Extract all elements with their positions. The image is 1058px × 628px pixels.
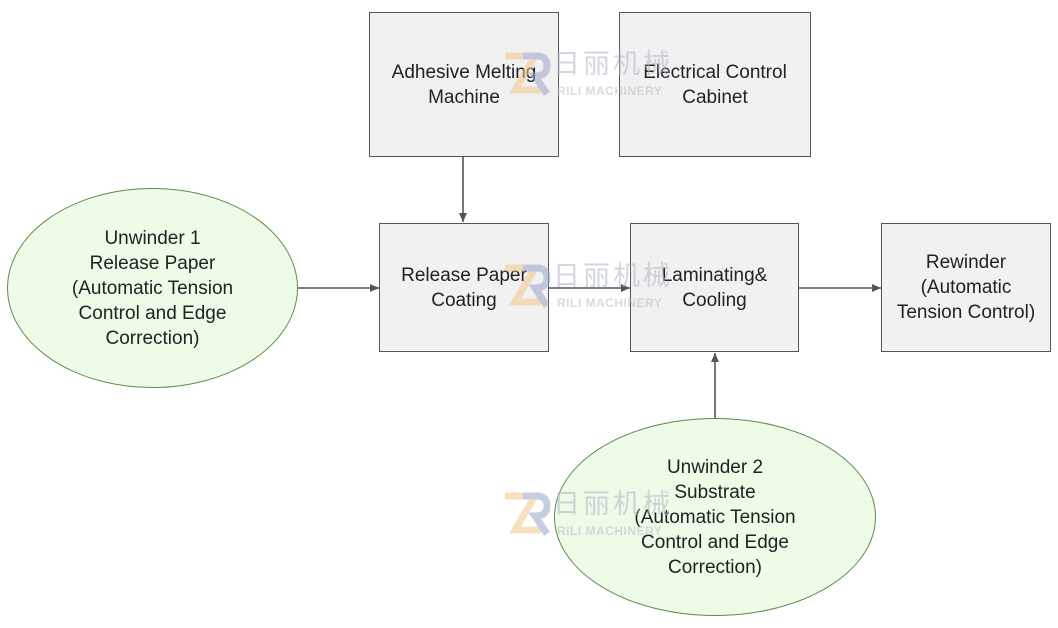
node-line: Coating	[431, 289, 497, 311]
unwinder-1-node: Unwinder 1 Release Paper (Automatic Tens…	[7, 188, 298, 388]
laminating-cooling-box: Laminating& Cooling	[630, 223, 799, 352]
node-line: Control and Edge	[641, 531, 789, 553]
node-line: Laminating&	[661, 264, 768, 286]
node-line: (Automatic Tension	[71, 277, 234, 299]
node-line: Cooling	[682, 289, 747, 311]
adhesive-melting-machine-box: Adhesive Melting Machine	[369, 12, 559, 157]
node-line: Cabinet	[682, 86, 748, 108]
node-line: Release Paper	[89, 252, 216, 274]
node-line: Rewinder	[925, 252, 1007, 273]
node-line: (Automatic	[920, 277, 1012, 298]
electrical-control-cabinet-box: Electrical Control Cabinet	[619, 12, 811, 157]
node-line: (Automatic Tension	[634, 506, 796, 528]
node-line: Tension Control)	[896, 302, 1036, 323]
node-line: Substrate	[674, 481, 756, 503]
rewinder-box: Rewinder (Automatic Tension Control)	[881, 223, 1051, 352]
node-line: Correction)	[105, 327, 200, 349]
node-line: Machine	[428, 86, 500, 108]
node-line: Correction)	[668, 556, 762, 578]
unwinder-2-node: Unwinder 2 Substrate (Automatic Tension …	[554, 418, 876, 616]
node-line: Release Paper	[401, 264, 527, 286]
node-line: Control and Edge	[78, 302, 227, 324]
node-line: Unwinder 2	[666, 456, 764, 478]
node-line: Electrical Control	[643, 61, 787, 83]
node-line: Adhesive Melting	[391, 61, 537, 83]
release-paper-coating-box: Release Paper Coating	[379, 223, 549, 352]
node-line: Unwinder 1	[104, 227, 201, 249]
